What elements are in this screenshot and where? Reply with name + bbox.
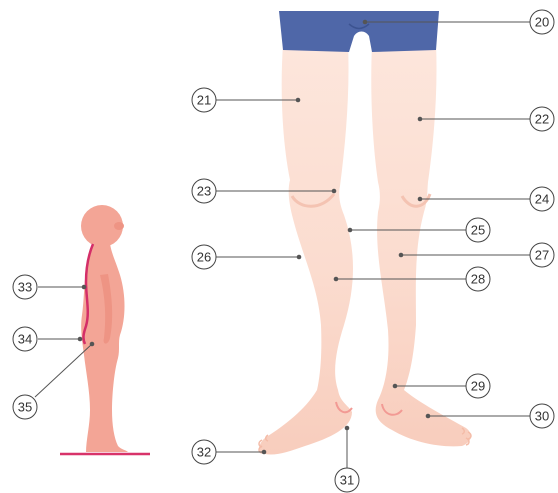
dot-21	[296, 98, 301, 103]
legs-figure	[259, 11, 471, 455]
leader-35	[35, 344, 92, 397]
dot-30	[426, 414, 431, 419]
left-leg	[259, 44, 353, 455]
callout-26: 26	[192, 245, 216, 269]
dot-35	[90, 342, 95, 347]
callout-32: 32	[192, 440, 216, 464]
callout-33-label: 33	[18, 280, 32, 295]
callout-30: 30	[530, 404, 554, 428]
callout-21: 21	[192, 88, 216, 112]
dot-33	[82, 285, 87, 290]
dot-34	[78, 337, 83, 342]
callout-25: 25	[466, 218, 490, 242]
dot-29	[393, 384, 398, 389]
callout-20-label: 20	[535, 15, 549, 30]
callout-22-label: 22	[535, 112, 549, 127]
callout-26-label: 26	[197, 250, 211, 265]
callout-35-label: 35	[18, 400, 32, 415]
dot-23	[332, 189, 337, 194]
callout-20: 20	[530, 10, 554, 34]
callout-29-label: 29	[471, 379, 485, 394]
callout-23: 23	[192, 179, 216, 203]
callout-25-label: 25	[471, 223, 485, 238]
callout-22: 22	[530, 107, 554, 131]
callout-35: 35	[13, 395, 37, 419]
callout-34-label: 34	[18, 332, 32, 347]
callout-21-label: 21	[197, 93, 211, 108]
callout-31-label: 31	[340, 473, 354, 488]
callout-27: 27	[530, 243, 554, 267]
callout-34: 34	[13, 327, 37, 351]
callout-31: 31	[335, 468, 359, 492]
child-ear	[114, 222, 124, 230]
dot-26	[297, 255, 302, 260]
callout-28: 28	[466, 267, 490, 291]
dot-25	[348, 228, 353, 233]
dot-28	[334, 277, 339, 282]
callout-28-label: 28	[471, 272, 485, 287]
callout-27-label: 27	[535, 248, 549, 263]
dot-27	[399, 253, 404, 258]
shorts	[279, 11, 439, 52]
callout-24: 24	[530, 187, 554, 211]
callout-24-label: 24	[535, 192, 549, 207]
callout-32-label: 32	[197, 445, 211, 460]
dot-32	[262, 450, 267, 455]
dot-31	[345, 426, 350, 431]
callout-30-label: 30	[535, 409, 549, 424]
callout-33: 33	[13, 275, 37, 299]
callout-23-label: 23	[197, 184, 211, 199]
dot-24	[418, 197, 423, 202]
child-figure	[60, 205, 150, 454]
callout-29: 29	[466, 374, 490, 398]
dot-22	[418, 117, 423, 122]
dot-20	[363, 20, 368, 25]
